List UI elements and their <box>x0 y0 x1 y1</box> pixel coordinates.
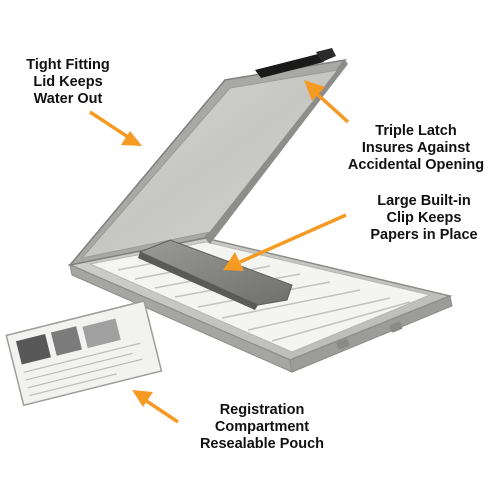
paper-clip-bar-icon <box>138 239 293 310</box>
latch-icon <box>255 48 336 78</box>
callout-pouch-line-2: Compartment <box>214 419 310 435</box>
arrow-pouch <box>132 390 179 424</box>
arrow-latch <box>304 80 350 124</box>
callout-latch-line-3: Accidental Opening <box>347 157 485 173</box>
callout-clip: Large Built-in Clip Keeps Papers in Plac… <box>348 193 500 244</box>
callout-latch: Triple Latch Insures Against Accidental … <box>332 123 500 174</box>
callout-pouch-line-1: Registration <box>219 402 305 418</box>
callout-lid-line-2: Lid Keeps <box>33 74 103 90</box>
arrow-lid <box>89 110 142 146</box>
callout-lid: Tight Fitting Lid Keeps Water Out <box>8 57 128 108</box>
callout-pouch-line-3: Resealable Pouch <box>199 436 325 452</box>
callout-clip-line-1: Large Built-in <box>377 193 471 209</box>
callout-latch-line-2: Insures Against <box>361 140 471 156</box>
front-latch-right <box>389 321 403 333</box>
lid <box>68 58 348 267</box>
callout-clip-line-3: Papers in Place <box>370 227 478 243</box>
arrow-clip <box>223 213 347 271</box>
callout-lid-line-3: Water Out <box>33 91 103 107</box>
front-latch-left <box>336 338 350 350</box>
callout-clip-line-2: Clip Keeps <box>386 210 462 226</box>
callout-latch-line-1: Triple Latch <box>375 123 457 139</box>
callout-lid-line-1: Tight Fitting <box>26 57 110 73</box>
callout-pouch: Registration Compartment Resealable Pouc… <box>186 402 338 453</box>
resealable-pouch-icon <box>5 300 163 407</box>
